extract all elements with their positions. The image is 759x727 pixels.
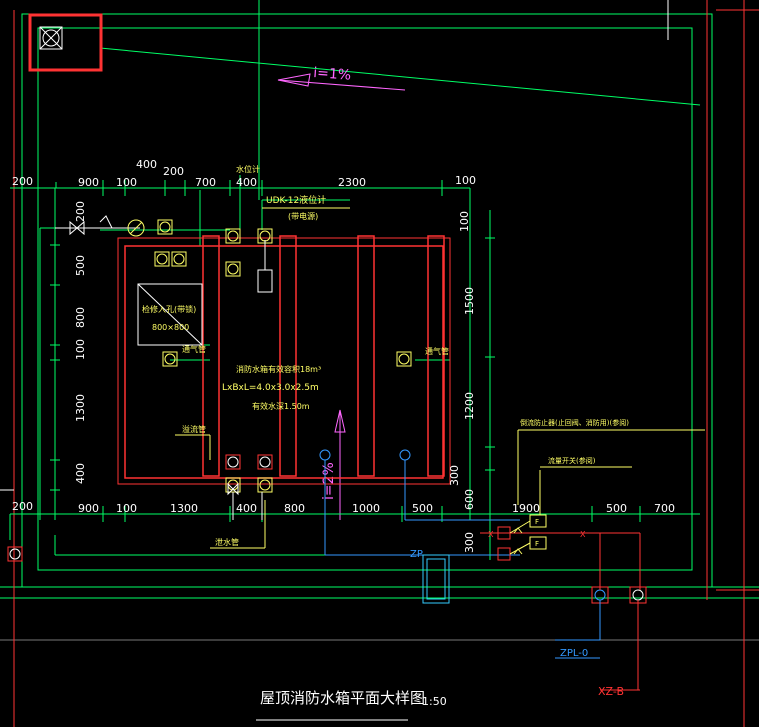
overflow-label: 溢流管 — [182, 424, 206, 434]
dim-right-0: 100 — [458, 211, 471, 232]
vent-left-label: 通气管 — [182, 344, 206, 354]
dim-bottom-10: 700 — [654, 502, 675, 515]
slope-top-label: i=1% — [313, 65, 352, 84]
zpl-label: ZPL-0 — [560, 648, 588, 659]
valve-note-label: 倒流防止器(止回阀、消防用)(参阅) — [520, 418, 629, 427]
pipe-fittings — [154, 219, 412, 493]
dim-top-8: 100 — [455, 174, 476, 187]
drain-label: 泄水管 — [215, 537, 239, 547]
pressure-switch-label: 流量开关(参阅) — [548, 456, 596, 465]
dim-top-0: 200 — [12, 175, 33, 188]
zp-label: ZP — [410, 549, 423, 560]
dim-top-2: 100 — [116, 176, 137, 189]
dim-bottom-8: 1900 — [512, 502, 540, 515]
manhole-size: 800×800 — [152, 323, 189, 332]
dim-bottom-4: 400 — [236, 502, 257, 515]
valve-boxes — [509, 429, 705, 555]
blue-pipes — [319, 449, 601, 659]
slope-arrow-top: i=1% — [277, 65, 406, 91]
tank-size: LxBxL=4.0x3.0x2.5m — [222, 383, 319, 393]
udk-label: UDK-12液位计 — [266, 194, 326, 206]
title-block: 屋顶消防水箱平面大样图 1:50 — [256, 689, 447, 721]
x-label-2: X — [580, 530, 586, 539]
dim-left-4: 1300 — [74, 394, 87, 422]
dim-right-3: 300 — [448, 465, 461, 486]
dims-left: 200 500 800 100 1300 400 — [74, 201, 87, 484]
dim-bottom-1: 900 — [78, 502, 99, 515]
dim-left-0: 200 — [74, 201, 87, 222]
dims-top: 200 900 100 400 200 700 400 2300 100 — [12, 158, 476, 189]
dim-top-4: 200 — [163, 165, 184, 178]
dim-bottom-6: 1000 — [352, 502, 380, 515]
xzb-label: XZ-B — [598, 685, 624, 698]
dim-right-1: 1500 — [463, 287, 476, 315]
manhole: 检修入孔(带锁) 800×800 — [137, 283, 203, 346]
drawing-scale: 1:50 — [422, 695, 447, 708]
tank-water-level: 有效水深1.50m — [252, 401, 310, 411]
dim-bottom-5: 800 — [284, 502, 305, 515]
vent-right-label: 通气管 — [425, 346, 449, 356]
dim-right-4: 600 — [463, 489, 476, 510]
dim-top-1: 900 — [78, 176, 99, 189]
dim-top-7: 2300 — [338, 176, 366, 189]
dim-top-5: 700 — [195, 176, 216, 189]
roof-drain — [28, 13, 103, 72]
level-meter-label: 水位计 — [236, 164, 260, 174]
dim-bottom-7: 500 — [412, 502, 433, 515]
slope-mid-label: i=2% — [321, 462, 337, 500]
dim-bottom-3: 1300 — [170, 502, 198, 515]
red-pipes — [480, 526, 641, 691]
dim-top-3: 400 — [136, 158, 157, 171]
dimension-lines — [9, 175, 700, 560]
dim-bottom-9: 500 — [606, 502, 627, 515]
dim-bottom-0: 200 — [12, 500, 33, 513]
dim-left-5: 400 — [74, 463, 87, 484]
dim-left-1: 500 — [74, 255, 87, 276]
dims-bottom: 200 900 100 1300 400 800 1000 500 1900 5… — [12, 500, 675, 515]
dim-left-2: 800 — [74, 307, 87, 328]
svg-text:F: F — [535, 518, 539, 526]
drawing-title: 屋顶消防水箱平面大样图 — [260, 689, 425, 707]
manhole-label: 检修入孔(带锁) — [142, 304, 196, 314]
leaders — [175, 207, 350, 549]
annotations: 水位计 UDK-12液位计 (带电源) 通气管 通气管 溢流管 泄水管 倒流防止… — [182, 164, 629, 698]
dim-right-5: 300 — [463, 532, 476, 553]
tank-structure — [117, 235, 451, 485]
dim-bottom-2: 100 — [116, 502, 137, 515]
udk-note: (带电源) — [288, 211, 318, 221]
inlet-valve — [55, 215, 263, 520]
x-label-1: X — [488, 530, 494, 539]
dim-right-2: 1200 — [463, 392, 476, 420]
svg-text:F: F — [535, 540, 539, 548]
dims-right: 100 1500 1200 300 600 300 — [448, 211, 476, 553]
dim-top-6: 400 — [236, 176, 257, 189]
tank-name: 消防水箱有效容积18m³ — [236, 364, 321, 374]
dim-left-3: 100 — [74, 339, 87, 360]
